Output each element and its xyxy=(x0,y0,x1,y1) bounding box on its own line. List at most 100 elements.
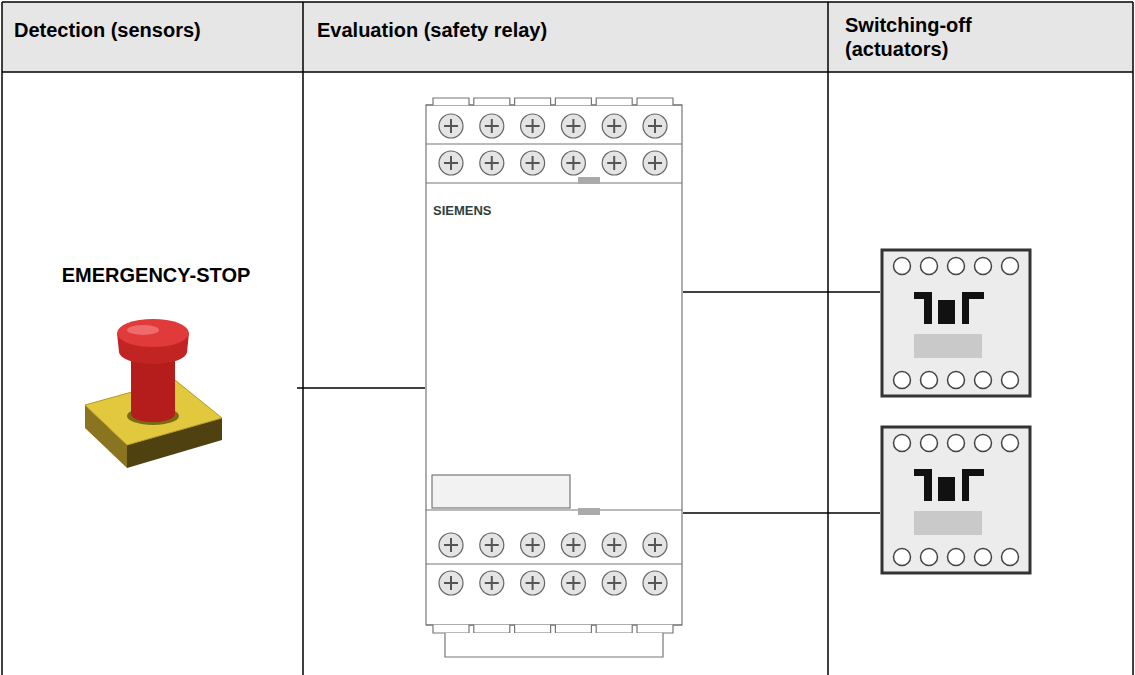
screw-slot xyxy=(485,538,499,552)
terminal-screw xyxy=(480,571,504,595)
emergency-stop-button-shape xyxy=(15,258,297,478)
terminal-screw xyxy=(439,114,463,138)
terminal-hole xyxy=(948,435,965,452)
terminal-hole xyxy=(1002,435,1019,452)
screw-slot xyxy=(444,538,458,552)
screw-slot xyxy=(526,576,540,590)
column-heading: Detection (sensors) xyxy=(14,18,294,42)
terminal-screw xyxy=(480,114,504,138)
table-line xyxy=(1132,2,1134,675)
table-line xyxy=(2,1,1133,3)
housing-foot xyxy=(445,633,663,657)
signal-wire xyxy=(683,291,880,293)
terminal-screw xyxy=(480,151,504,175)
terminal-hole xyxy=(894,549,911,566)
terminal-screw xyxy=(643,114,667,138)
screw-slot xyxy=(648,576,662,590)
terminal-screw xyxy=(561,533,585,557)
screw-slot xyxy=(607,119,621,133)
terminal-hole xyxy=(948,258,965,275)
table-line xyxy=(1,2,3,675)
terminal-hole xyxy=(921,549,938,566)
terminal-hole xyxy=(921,372,938,389)
device-name: EMERGENCY-STOP xyxy=(15,264,297,287)
terminal-divider xyxy=(426,509,682,510)
terminal-hole xyxy=(975,372,992,389)
terminal-hole xyxy=(894,435,911,452)
screw-slot xyxy=(444,119,458,133)
terminal-screw xyxy=(561,571,585,595)
terminal-screw xyxy=(521,533,545,557)
button-drawing xyxy=(85,319,222,468)
screw-slot xyxy=(444,576,458,590)
relay-drawing xyxy=(426,98,682,657)
terminal-screw xyxy=(561,151,585,175)
terminal-screw xyxy=(480,533,504,557)
cap-highlight xyxy=(127,325,159,335)
column-heading: Switching-off (actuators) xyxy=(845,13,1060,61)
screw-slot xyxy=(607,156,621,170)
screw-slot xyxy=(648,538,662,552)
table-line xyxy=(2,71,1133,73)
screw-slot xyxy=(566,576,580,590)
indicator-tab xyxy=(578,177,600,184)
table-line xyxy=(302,2,304,675)
screw-slot xyxy=(526,538,540,552)
signal-wire xyxy=(683,512,880,514)
terminal-hole xyxy=(921,258,938,275)
safety-relay: SIEMENS xyxy=(425,97,683,660)
button-cap xyxy=(117,319,189,347)
brand-name: SIEMENS xyxy=(433,203,492,218)
header-band xyxy=(2,2,1133,72)
label-field xyxy=(914,334,982,358)
terminal-hole xyxy=(894,258,911,275)
contact-symbol xyxy=(914,292,984,324)
terminal-hole xyxy=(948,549,965,566)
terminal-screw xyxy=(521,114,545,138)
terminal-hole xyxy=(921,435,938,452)
terminal-hole xyxy=(948,372,965,389)
label-field xyxy=(914,511,982,535)
contact-symbol xyxy=(914,469,984,501)
label-field xyxy=(432,475,570,508)
terminal-screw xyxy=(602,533,626,557)
safety-relay-shape xyxy=(425,97,683,660)
terminal-screw xyxy=(439,571,463,595)
terminal-hole xyxy=(894,372,911,389)
contactor xyxy=(880,248,1032,398)
screw-slot xyxy=(607,576,621,590)
screw-slot xyxy=(566,538,580,552)
housing-edge xyxy=(426,625,682,633)
screw-slot xyxy=(566,119,580,133)
terminal-screw xyxy=(521,571,545,595)
table-line xyxy=(827,2,829,675)
terminal-divider xyxy=(426,182,682,183)
terminal-screw xyxy=(643,571,667,595)
terminal-hole xyxy=(1002,549,1019,566)
screw-slot xyxy=(485,576,499,590)
terminal-hole xyxy=(975,258,992,275)
screw-slot xyxy=(566,156,580,170)
screw-slot xyxy=(526,156,540,170)
contactor-housing xyxy=(882,250,1030,396)
terminal-screw xyxy=(561,114,585,138)
terminal-divider xyxy=(426,143,682,144)
terminal-hole xyxy=(1002,372,1019,389)
terminal-screw xyxy=(602,114,626,138)
terminal-screw xyxy=(439,151,463,175)
terminal-screw xyxy=(521,151,545,175)
contactor xyxy=(880,425,1032,575)
screw-slot xyxy=(485,156,499,170)
relay-housing xyxy=(426,105,682,625)
screw-slot xyxy=(648,156,662,170)
housing-edge xyxy=(426,98,682,105)
column-heading: Evaluation (safety relay) xyxy=(317,18,817,42)
terminal-divider xyxy=(426,563,682,564)
contactor-shape xyxy=(880,425,1032,575)
indicator-tab xyxy=(578,508,600,515)
screw-slot xyxy=(444,156,458,170)
terminal-screw xyxy=(643,533,667,557)
screw-slot xyxy=(526,119,540,133)
terminal-screw xyxy=(643,151,667,175)
